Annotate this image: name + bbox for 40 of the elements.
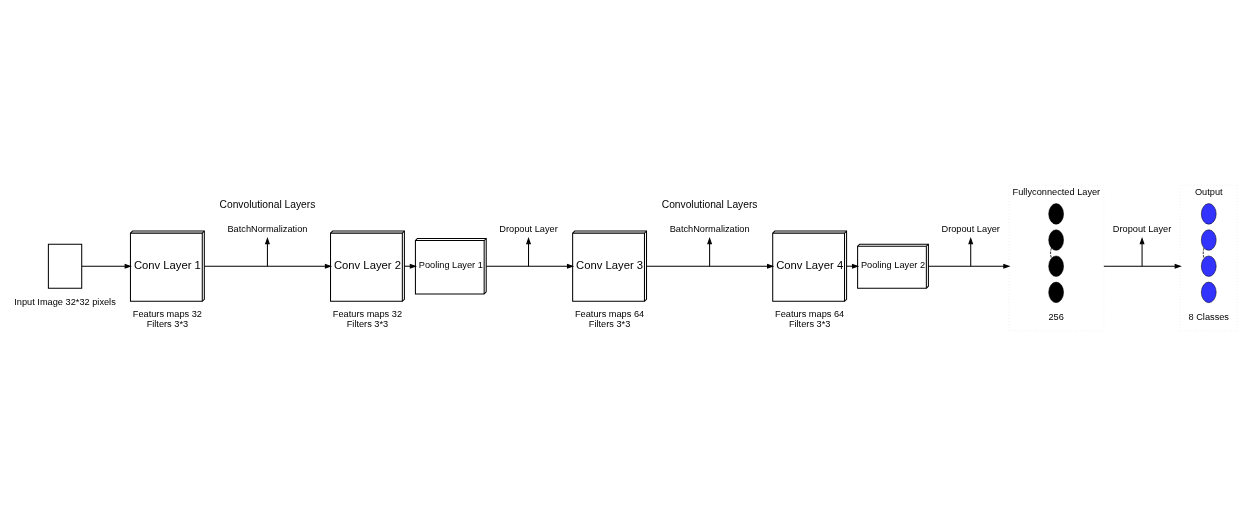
node-circle (1048, 281, 1064, 303)
node-text: Dropout Layer (499, 223, 558, 234)
node-label: Filters 3*3 (588, 318, 631, 329)
node-label: Filters 3*3 (346, 318, 389, 329)
arrow (485, 263, 575, 269)
node-label: 256 (1048, 311, 1064, 322)
node-text: BatchNormalization (669, 223, 750, 234)
node-label: Featurs maps 32 (132, 308, 202, 319)
node-box (47, 243, 83, 289)
node-label: 8 Classes (1188, 311, 1229, 322)
node-label: Input Image 32*32 pixels (14, 297, 116, 308)
node-label: Filters 3*3 (788, 318, 831, 329)
arrow (264, 237, 270, 267)
connector (1050, 247, 1052, 259)
label: Convolutional Layers (219, 198, 316, 210)
node-circle (1201, 255, 1217, 277)
node-label: Featurs maps 32 (332, 308, 403, 319)
arrow (204, 263, 333, 269)
node-circle (1048, 255, 1064, 277)
node-text: Dropout Layer (1112, 223, 1172, 234)
connector (1202, 247, 1205, 259)
arrow (707, 237, 713, 267)
arrow (1103, 263, 1182, 269)
arrow (81, 263, 132, 269)
node-circle (1048, 229, 1064, 251)
node-label: Featurs maps 64 (775, 308, 845, 319)
node-text: BatchNormalization (227, 223, 308, 234)
arrow (526, 237, 532, 267)
node-circle (1201, 203, 1217, 225)
arrow (646, 263, 775, 269)
node-text: Dropout Layer (941, 223, 1000, 234)
arrow (968, 237, 974, 267)
arrow (927, 263, 1011, 269)
label: Convolutional Layers (661, 198, 758, 210)
arrow (1139, 237, 1145, 267)
node-circle (1201, 281, 1217, 303)
node-label: Featurs maps 64 (574, 308, 645, 319)
node-circle (1048, 203, 1064, 225)
node-circle (1201, 229, 1217, 251)
node-label: Filters 3*3 (146, 318, 189, 329)
